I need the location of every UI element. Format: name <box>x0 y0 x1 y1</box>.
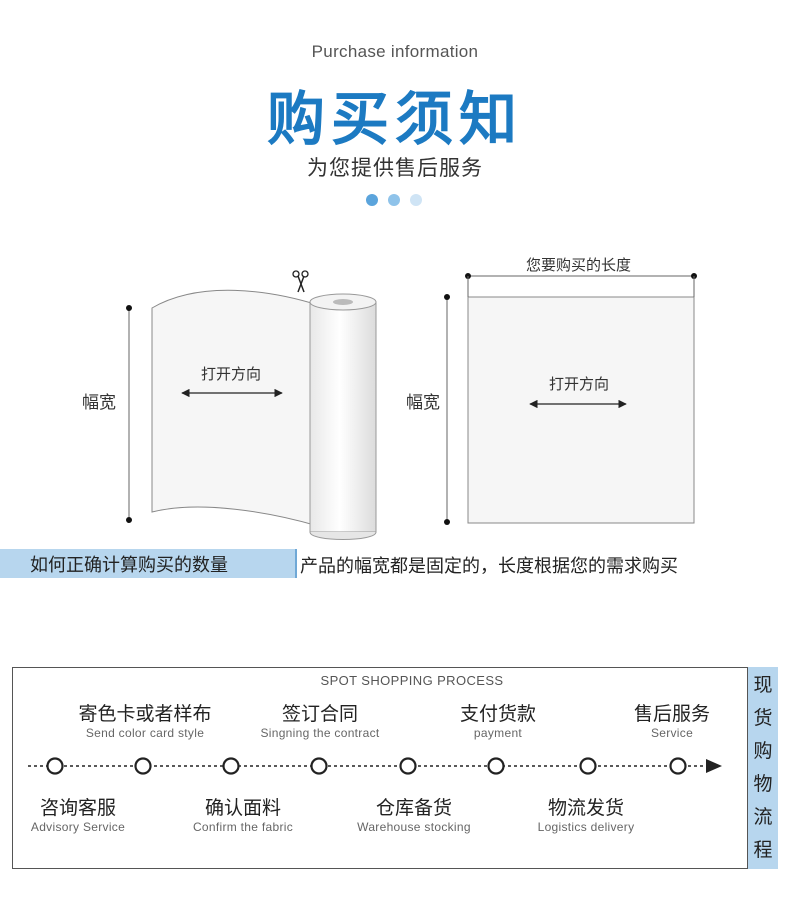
roll-width-dot-top <box>126 305 132 311</box>
decorative-dots <box>366 194 422 206</box>
step-service-en: Service <box>650 726 694 740</box>
step-consult-cn: 咨询客服 <box>39 797 116 819</box>
measurement-diagram: 幅宽 打开方向 幅宽 打开方向 您要购买的长度 <box>0 250 790 544</box>
timeline-node-7 <box>579 757 597 775</box>
sheet-rectangle <box>467 296 695 524</box>
calc-divider <box>295 549 297 578</box>
step-send-sample-cn: 寄色卡或者样布 <box>78 703 212 725</box>
side-char-1: 现 <box>753 674 773 696</box>
side-char-5: 流 <box>753 806 773 828</box>
timeline-arrow-head <box>706 759 722 773</box>
step-warehouse: 仓库备货 Warehouse stocking <box>344 793 484 834</box>
timeline-node-8 <box>669 757 687 775</box>
step-service-cn: 售后服务 <box>633 703 710 725</box>
step-payment-en: payment <box>473 726 523 740</box>
calc-description: 产品的幅宽都是固定的，长度根据您的需求购买 <box>300 556 678 577</box>
sheet-width-dot-bottom <box>444 519 450 525</box>
step-confirm-fabric: 确认面料 Confirm the fabric <box>178 793 308 834</box>
step-sign-contract-cn: 签订合同 <box>281 703 358 725</box>
roll-width-label: 幅宽 <box>82 393 116 413</box>
roll-bottom <box>309 531 377 540</box>
step-sign-contract-en: Singning the contract <box>260 726 380 740</box>
process-box <box>12 667 748 869</box>
dot-3 <box>410 194 422 206</box>
calc-title: 如何正确计算购买的数量 <box>30 555 228 576</box>
side-char-2: 货 <box>753 707 773 729</box>
step-consult-en: Advisory Service <box>30 820 126 834</box>
roll-fabric-sheet <box>151 289 319 527</box>
step-warehouse-en: Warehouse stocking <box>357 820 471 834</box>
sheet-length-label: 您要购买的长度 <box>526 256 632 274</box>
measurement-diagram-svg <box>126 270 697 540</box>
step-consult: 咨询客服 Advisory Service <box>18 793 138 834</box>
step-send-sample-en: Send color card style <box>85 726 205 740</box>
step-sign-contract: 签订合同 Singning the contract <box>240 699 400 740</box>
timeline-node-6 <box>487 757 505 775</box>
roll-width-dot-bottom <box>126 517 132 523</box>
dot-1 <box>366 194 378 206</box>
timeline-node-3 <box>222 757 240 775</box>
sheet-direction-label: 打开方向 <box>549 375 610 393</box>
process-timeline <box>28 757 722 775</box>
roll-direction-label: 打开方向 <box>201 365 262 383</box>
process-title: SPOT SHOPPING PROCESS <box>320 673 504 688</box>
timeline-node-2 <box>134 757 152 775</box>
dot-2 <box>388 194 400 206</box>
roll-core <box>333 299 353 305</box>
sheet-width-dot-top <box>444 294 450 300</box>
step-service: 售后服务 Service <box>612 699 732 740</box>
step-confirm-fabric-en: Confirm the fabric <box>192 820 294 834</box>
header-tagline: 为您提供售后服务 <box>307 156 483 180</box>
timeline-node-1 <box>46 757 64 775</box>
page-title: 购买须知 <box>266 85 523 153</box>
sheet-width-label: 幅宽 <box>406 393 440 413</box>
step-payment-cn: 支付货款 <box>459 703 536 725</box>
step-confirm-fabric-cn: 确认面料 <box>204 797 281 819</box>
step-payment: 支付货款 payment <box>438 699 558 740</box>
calc-title-bar <box>0 549 295 578</box>
scissors-icon <box>292 270 309 293</box>
side-char-6: 程 <box>753 839 773 861</box>
step-warehouse-cn: 仓库备货 <box>375 797 452 819</box>
step-logistics-cn: 物流发货 <box>547 797 624 819</box>
step-send-sample: 寄色卡或者样布 Send color card style <box>60 699 230 740</box>
process-side-label: 现 货 购 物 流 程 <box>748 667 778 869</box>
timeline-node-4 <box>310 757 328 775</box>
roll-cylinder <box>309 301 377 533</box>
header-subtitle-en: Purchase information <box>311 42 479 61</box>
timeline-node-5 <box>399 757 417 775</box>
side-char-4: 物 <box>753 773 773 795</box>
step-logistics-en: Logistics delivery <box>537 820 635 834</box>
side-char-3: 购 <box>753 740 773 762</box>
step-logistics: 物流发货 Logistics delivery <box>524 793 648 834</box>
